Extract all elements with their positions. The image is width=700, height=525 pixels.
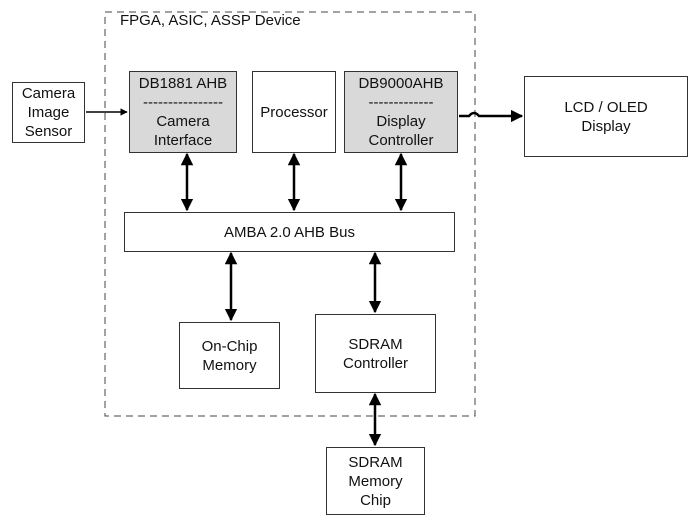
block-line: Display	[376, 113, 426, 130]
camera-image-sensor-block: Camera Image Sensor	[12, 82, 85, 143]
connector-display-to-lcd	[459, 109, 524, 123]
block-line: LCD / OLED	[564, 98, 648, 116]
block-line: ----------------	[143, 94, 223, 111]
display-controller-block: DB9000AHB ------------- Display Controll…	[344, 71, 458, 153]
block-line: Interface	[153, 132, 213, 149]
block-line: Memory	[348, 472, 403, 490]
block-line: Camera	[21, 85, 76, 102]
block-line: AMBA 2.0 AHB Bus	[224, 223, 355, 241]
block-line: Sensor	[24, 123, 73, 140]
sdram-memory-chip-block: SDRAM Memory Chip	[326, 447, 425, 515]
device-label: FPGA, ASIC, ASSP Device	[120, 12, 301, 29]
ahb-bus-block: AMBA 2.0 AHB Bus	[124, 212, 455, 252]
device-boundary	[104, 11, 476, 417]
sdram-controller-block: SDRAM Controller	[315, 314, 436, 393]
block-line: SDRAM	[348, 453, 403, 471]
lcd-oled-display-block: LCD / OLED Display	[524, 76, 688, 157]
block-line: Controller	[342, 354, 409, 372]
block-line: SDRAM	[348, 335, 403, 353]
block-line: Memory	[202, 356, 257, 374]
block-line: Chip	[360, 491, 391, 509]
processor-block: Processor	[252, 71, 336, 153]
block-line: Display	[581, 117, 631, 135]
block-line: -------------	[368, 94, 434, 111]
block-line: Controller	[368, 132, 434, 149]
camera-interface-block: DB1881 AHB ---------------- Camera Inter…	[129, 71, 237, 153]
block-line: Camera	[156, 113, 210, 130]
block-line: DB9000AHB	[358, 75, 444, 92]
onchip-memory-block: On-Chip Memory	[179, 322, 280, 389]
block-line: Image	[27, 104, 70, 121]
block-line: Processor	[260, 103, 328, 121]
block-line: DB1881 AHB	[138, 75, 228, 92]
block-line: On-Chip	[201, 337, 258, 355]
